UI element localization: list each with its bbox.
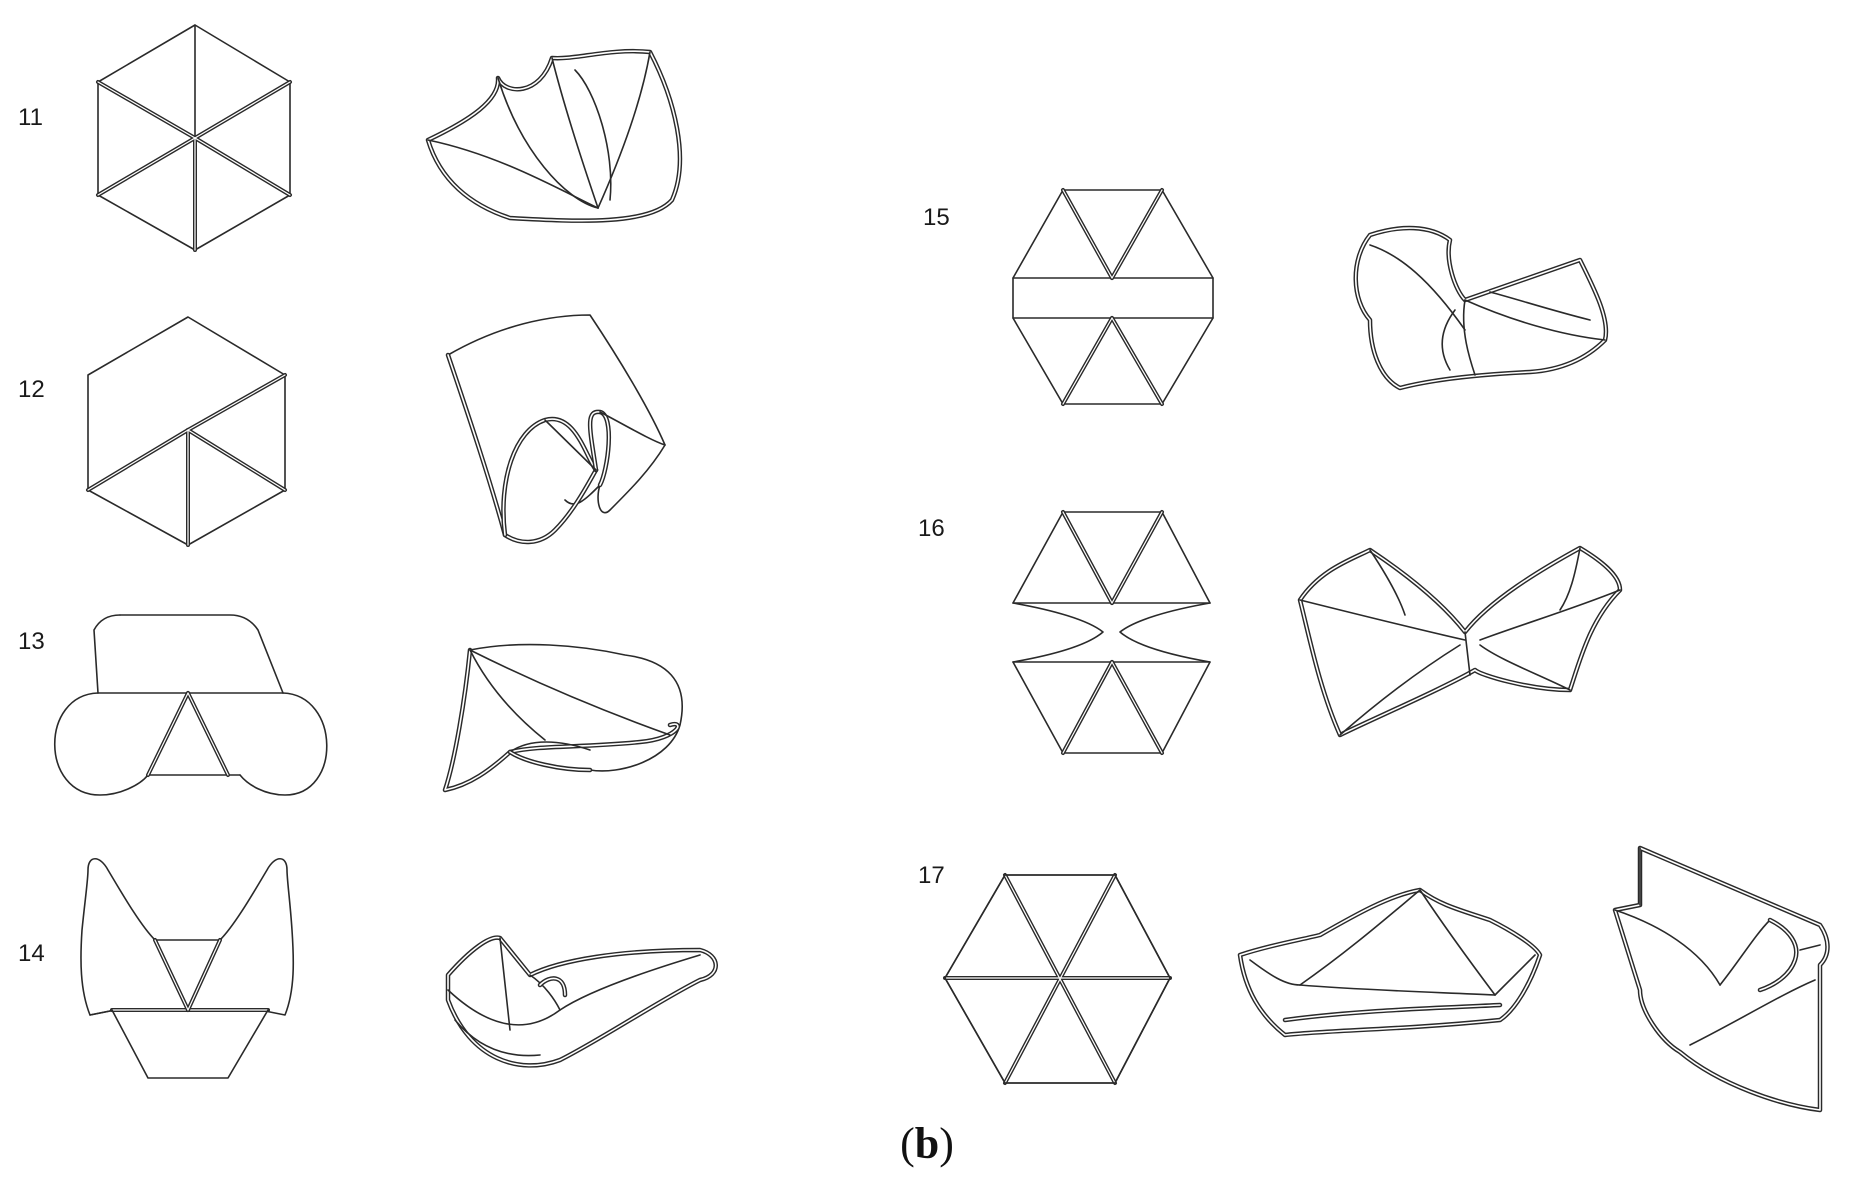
- caption-open-paren: (: [900, 1119, 915, 1168]
- caption-close-paren: ): [939, 1119, 954, 1168]
- figure-caption: (b): [0, 1118, 1854, 1169]
- pattern-label-14: 14: [18, 940, 45, 967]
- pattern-14-crease: [80, 857, 295, 1079]
- pattern-16-folded: [1297, 545, 1623, 738]
- pattern-label-17: 17: [918, 862, 945, 889]
- pattern-label-11: 11: [18, 104, 43, 131]
- pattern-label-12: 12: [18, 376, 45, 403]
- pattern-13-crease: [54, 614, 328, 796]
- pattern-16-crease: [1012, 510, 1211, 755]
- pattern-13-folded: [442, 643, 683, 793]
- pattern-11-folded: [425, 48, 683, 223]
- pattern-14-folded: [445, 935, 718, 1068]
- pattern-label-16: 16: [918, 515, 945, 542]
- pattern-17-folded-a: [1237, 887, 1543, 1038]
- pattern-17-folded-b: [1612, 845, 1830, 1113]
- pattern-12-folded: [445, 314, 666, 545]
- pattern-11-crease: [96, 24, 292, 252]
- pattern-label-13: 13: [18, 628, 45, 655]
- pattern-12-crease: [86, 316, 287, 547]
- pattern-label-15: 15: [923, 204, 950, 231]
- pattern-15-crease: [1012, 188, 1214, 406]
- pattern-15-folded: [1353, 225, 1609, 391]
- caption-letter: b: [914, 1119, 940, 1168]
- pattern-17-crease: [943, 873, 1172, 1085]
